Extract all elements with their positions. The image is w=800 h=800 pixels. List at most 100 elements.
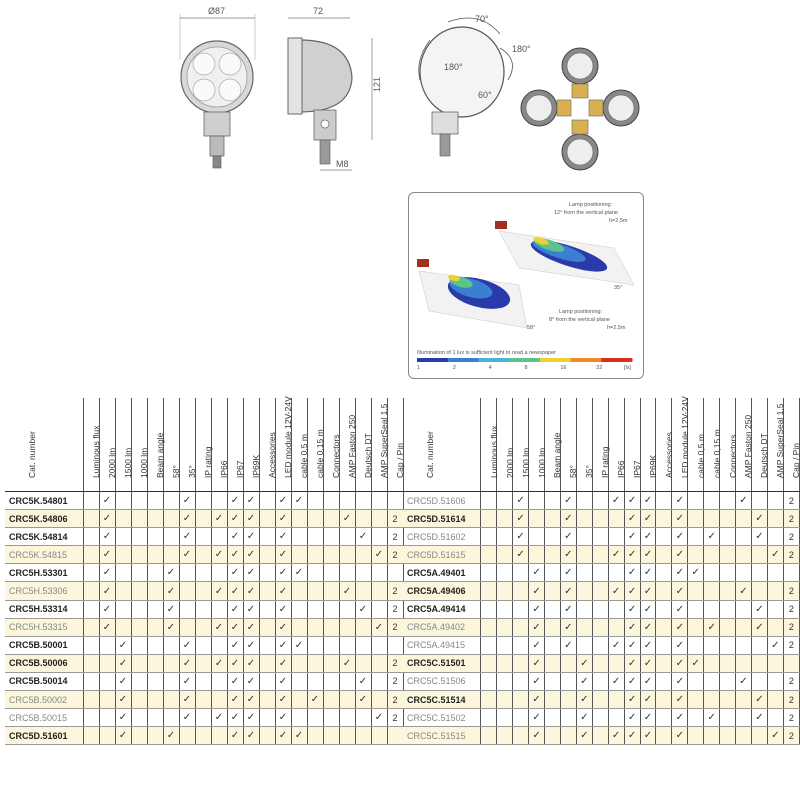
- check-mark-icon: ✓: [675, 585, 684, 597]
- table-cell: ✓: [227, 545, 244, 565]
- check-mark-icon: ✓: [278, 639, 288, 651]
- check-mark-icon: ✓: [627, 549, 637, 561]
- check-mark-icon: ✓: [516, 549, 525, 561]
- table-cell: ✓: [560, 636, 577, 655]
- check-mark-icon: ✓: [580, 730, 589, 742]
- table-cell: [131, 491, 148, 511]
- table-row: CRC5B.50015✓✓✓✓✓✓✓2: [5, 708, 404, 728]
- check-mark-icon: ✓: [643, 694, 653, 706]
- table-cell: [655, 600, 673, 619]
- table-cell: [592, 509, 609, 529]
- lux-h-1: h=2,5m: [609, 218, 628, 224]
- table-cell: [83, 545, 100, 565]
- table-cell: [83, 672, 100, 692]
- table-cell: [687, 636, 705, 655]
- table-row: CRC5B.50006✓✓✓✓✓✓✓2: [5, 654, 404, 673]
- check-mark-icon: ✓: [278, 675, 288, 687]
- column-header: Accessories: [655, 398, 674, 492]
- table-cell: [291, 509, 308, 529]
- check-mark-icon: ✓: [643, 712, 653, 724]
- table-cell: [195, 509, 212, 529]
- check-mark-icon: ✓: [246, 675, 256, 687]
- table-cell: [371, 581, 388, 601]
- lux-diagram-box: Lamp positioning: 12° from the vertical …: [408, 192, 644, 379]
- check-mark-icon: ✓: [532, 712, 541, 724]
- column-header: cable 0,15 m: [703, 398, 722, 492]
- angle-left-label: 180°: [444, 62, 463, 72]
- catalog-number: CRC5A.49414: [403, 600, 482, 619]
- table-cell: [592, 654, 609, 673]
- table-cell: ✓: [528, 726, 545, 746]
- check-mark-icon: ✓: [611, 549, 621, 561]
- table-row: CRC5A.49415✓✓✓✓✓✓✓2: [403, 636, 800, 655]
- table-cell: [592, 708, 609, 728]
- catalog-number: CRC5H.53301: [5, 563, 84, 583]
- check-mark-icon: ✓: [182, 513, 192, 525]
- table-cell: [195, 581, 212, 601]
- table-cell: [179, 581, 196, 601]
- table-cell: ✓: [275, 672, 292, 692]
- table-cell: [291, 545, 308, 565]
- table-cell: ✓: [275, 618, 292, 637]
- table-cell: 2: [783, 491, 800, 511]
- check-mark-icon: ✓: [564, 621, 573, 633]
- check-mark-icon: ✓: [611, 585, 621, 597]
- table-cell: [767, 491, 784, 511]
- table-cell: [259, 636, 276, 655]
- table-cell: ✓: [624, 509, 641, 529]
- table-cell: [608, 690, 625, 710]
- table-cell: ✓: [751, 708, 768, 728]
- table-cell: [544, 672, 561, 692]
- table-cell: [131, 581, 148, 601]
- table-cell: [259, 618, 276, 637]
- check-mark-icon: ✓: [182, 657, 192, 669]
- check-mark-icon: ✓: [230, 675, 240, 687]
- column-header: AMP SuperSeal 1,5: [371, 398, 389, 492]
- table-cell: ✓: [703, 527, 721, 547]
- table-cell: [163, 636, 180, 655]
- catalog-number: CRC5B.50006: [5, 654, 84, 673]
- table-cell: [259, 690, 276, 710]
- catalog-number: CRC5C.51514: [403, 690, 482, 710]
- table-cell: [307, 672, 324, 692]
- check-mark-icon: ✓: [278, 585, 288, 597]
- table-cell: [83, 491, 100, 511]
- table-cell: ✓: [624, 545, 641, 565]
- table-cell: [735, 618, 752, 637]
- table-cell: [608, 563, 625, 583]
- table-cell: [655, 690, 673, 710]
- table-row: CRC5D.51602✓✓✓✓✓✓✓2: [403, 527, 800, 547]
- column-header: LED module 12V-24V: [671, 396, 690, 492]
- table-cell: 2: [387, 654, 404, 673]
- table-row: CRC5A.49414✓✓✓✓✓✓2: [403, 600, 800, 619]
- table-cell: ✓: [640, 509, 657, 529]
- table-cell: ✓: [608, 545, 625, 565]
- check-mark-icon: ✓: [611, 639, 621, 651]
- table-cell: [655, 545, 673, 565]
- front-view-drawing: Ø87: [179, 6, 256, 169]
- table-cell: [147, 527, 164, 547]
- table-cell: [560, 726, 577, 746]
- table-cell: [655, 563, 673, 583]
- table-cell: [687, 708, 705, 728]
- table-cell: [339, 690, 356, 710]
- check-mark-icon: ✓: [294, 730, 304, 742]
- table-cell: ✓: [624, 581, 641, 601]
- check-mark-icon: ✓: [643, 495, 653, 507]
- table-cell: ✓: [767, 636, 784, 655]
- table-cell: [195, 690, 212, 710]
- table-cell: [735, 690, 752, 710]
- table-row: CRC5H.53315✓✓✓✓✓✓✓2: [5, 618, 404, 637]
- table-cell: ✓: [528, 618, 545, 637]
- lux-scale-swatch: [570, 358, 602, 362]
- table-cell: [195, 491, 212, 511]
- table-cell: ✓: [99, 563, 116, 583]
- table-cell: ✓: [275, 491, 292, 511]
- table-cell: ✓: [99, 491, 116, 511]
- column-header: IP66: [608, 398, 626, 492]
- table-row: CRC5D.51614✓✓✓✓✓✓2: [403, 509, 800, 529]
- technical-drawings: Ø87 72 121 M8 70° 180° 180° 60°: [179, 6, 640, 171]
- table-cell: [512, 690, 530, 710]
- check-mark-icon: ✓: [278, 495, 288, 507]
